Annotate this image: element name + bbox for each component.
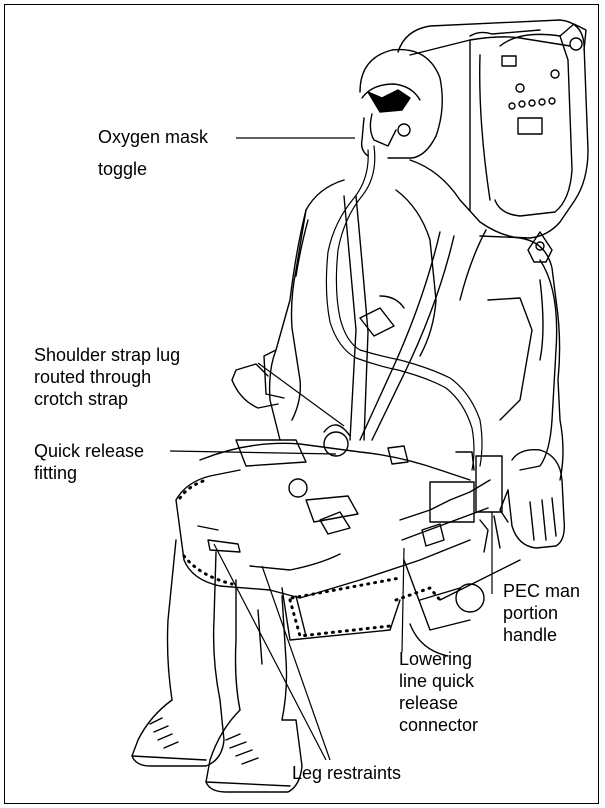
callout-leg-restraints: Leg restraints	[292, 762, 401, 784]
callout-pec-man-portion-handle: PEC man portion handle	[503, 580, 580, 646]
left-arm	[232, 210, 306, 440]
boots	[132, 700, 302, 792]
seat-back	[398, 20, 588, 262]
callout-line: release	[399, 692, 478, 714]
callout-line: connector	[399, 714, 478, 736]
helmet	[360, 50, 442, 158]
lowering-line-leader	[402, 548, 404, 652]
leg-restraints-leader-2	[262, 566, 330, 760]
callout-line: toggle	[98, 158, 208, 180]
callout-oxygen-mask-toggle: Oxygen mask toggle	[98, 126, 208, 180]
callout-line: handle	[503, 624, 580, 646]
callout-line: Oxygen mask	[98, 126, 208, 148]
callout-line: fitting	[34, 462, 144, 484]
callout-line: Quick release	[34, 440, 144, 462]
callout-line: crotch strap	[34, 388, 180, 410]
callout-line: Shoulder strap lug	[34, 344, 180, 366]
callout-shoulder-strap-lug: Shoulder strap lug routed through crotch…	[34, 344, 180, 410]
callout-line: PEC man	[503, 580, 580, 602]
callout-line: Lowering	[399, 648, 478, 670]
lap-and-seat	[176, 425, 470, 640]
seat-mechanism	[400, 452, 520, 656]
harness-straps	[344, 196, 486, 440]
callout-line: line quick	[399, 670, 478, 692]
callout-quick-release-fitting: Quick release fitting	[34, 440, 144, 484]
legs	[168, 540, 287, 720]
seat-cushion-edges	[180, 480, 440, 636]
callout-line: portion	[503, 602, 580, 624]
quick-release-leader	[170, 451, 336, 454]
callout-line: Leg restraints	[292, 762, 401, 784]
leg-restraints-leader-1	[214, 544, 326, 760]
right-arm	[500, 260, 564, 548]
callout-line: routed through	[34, 366, 180, 388]
callout-lowering-line-connector: Lowering line quick release connector	[399, 648, 478, 736]
